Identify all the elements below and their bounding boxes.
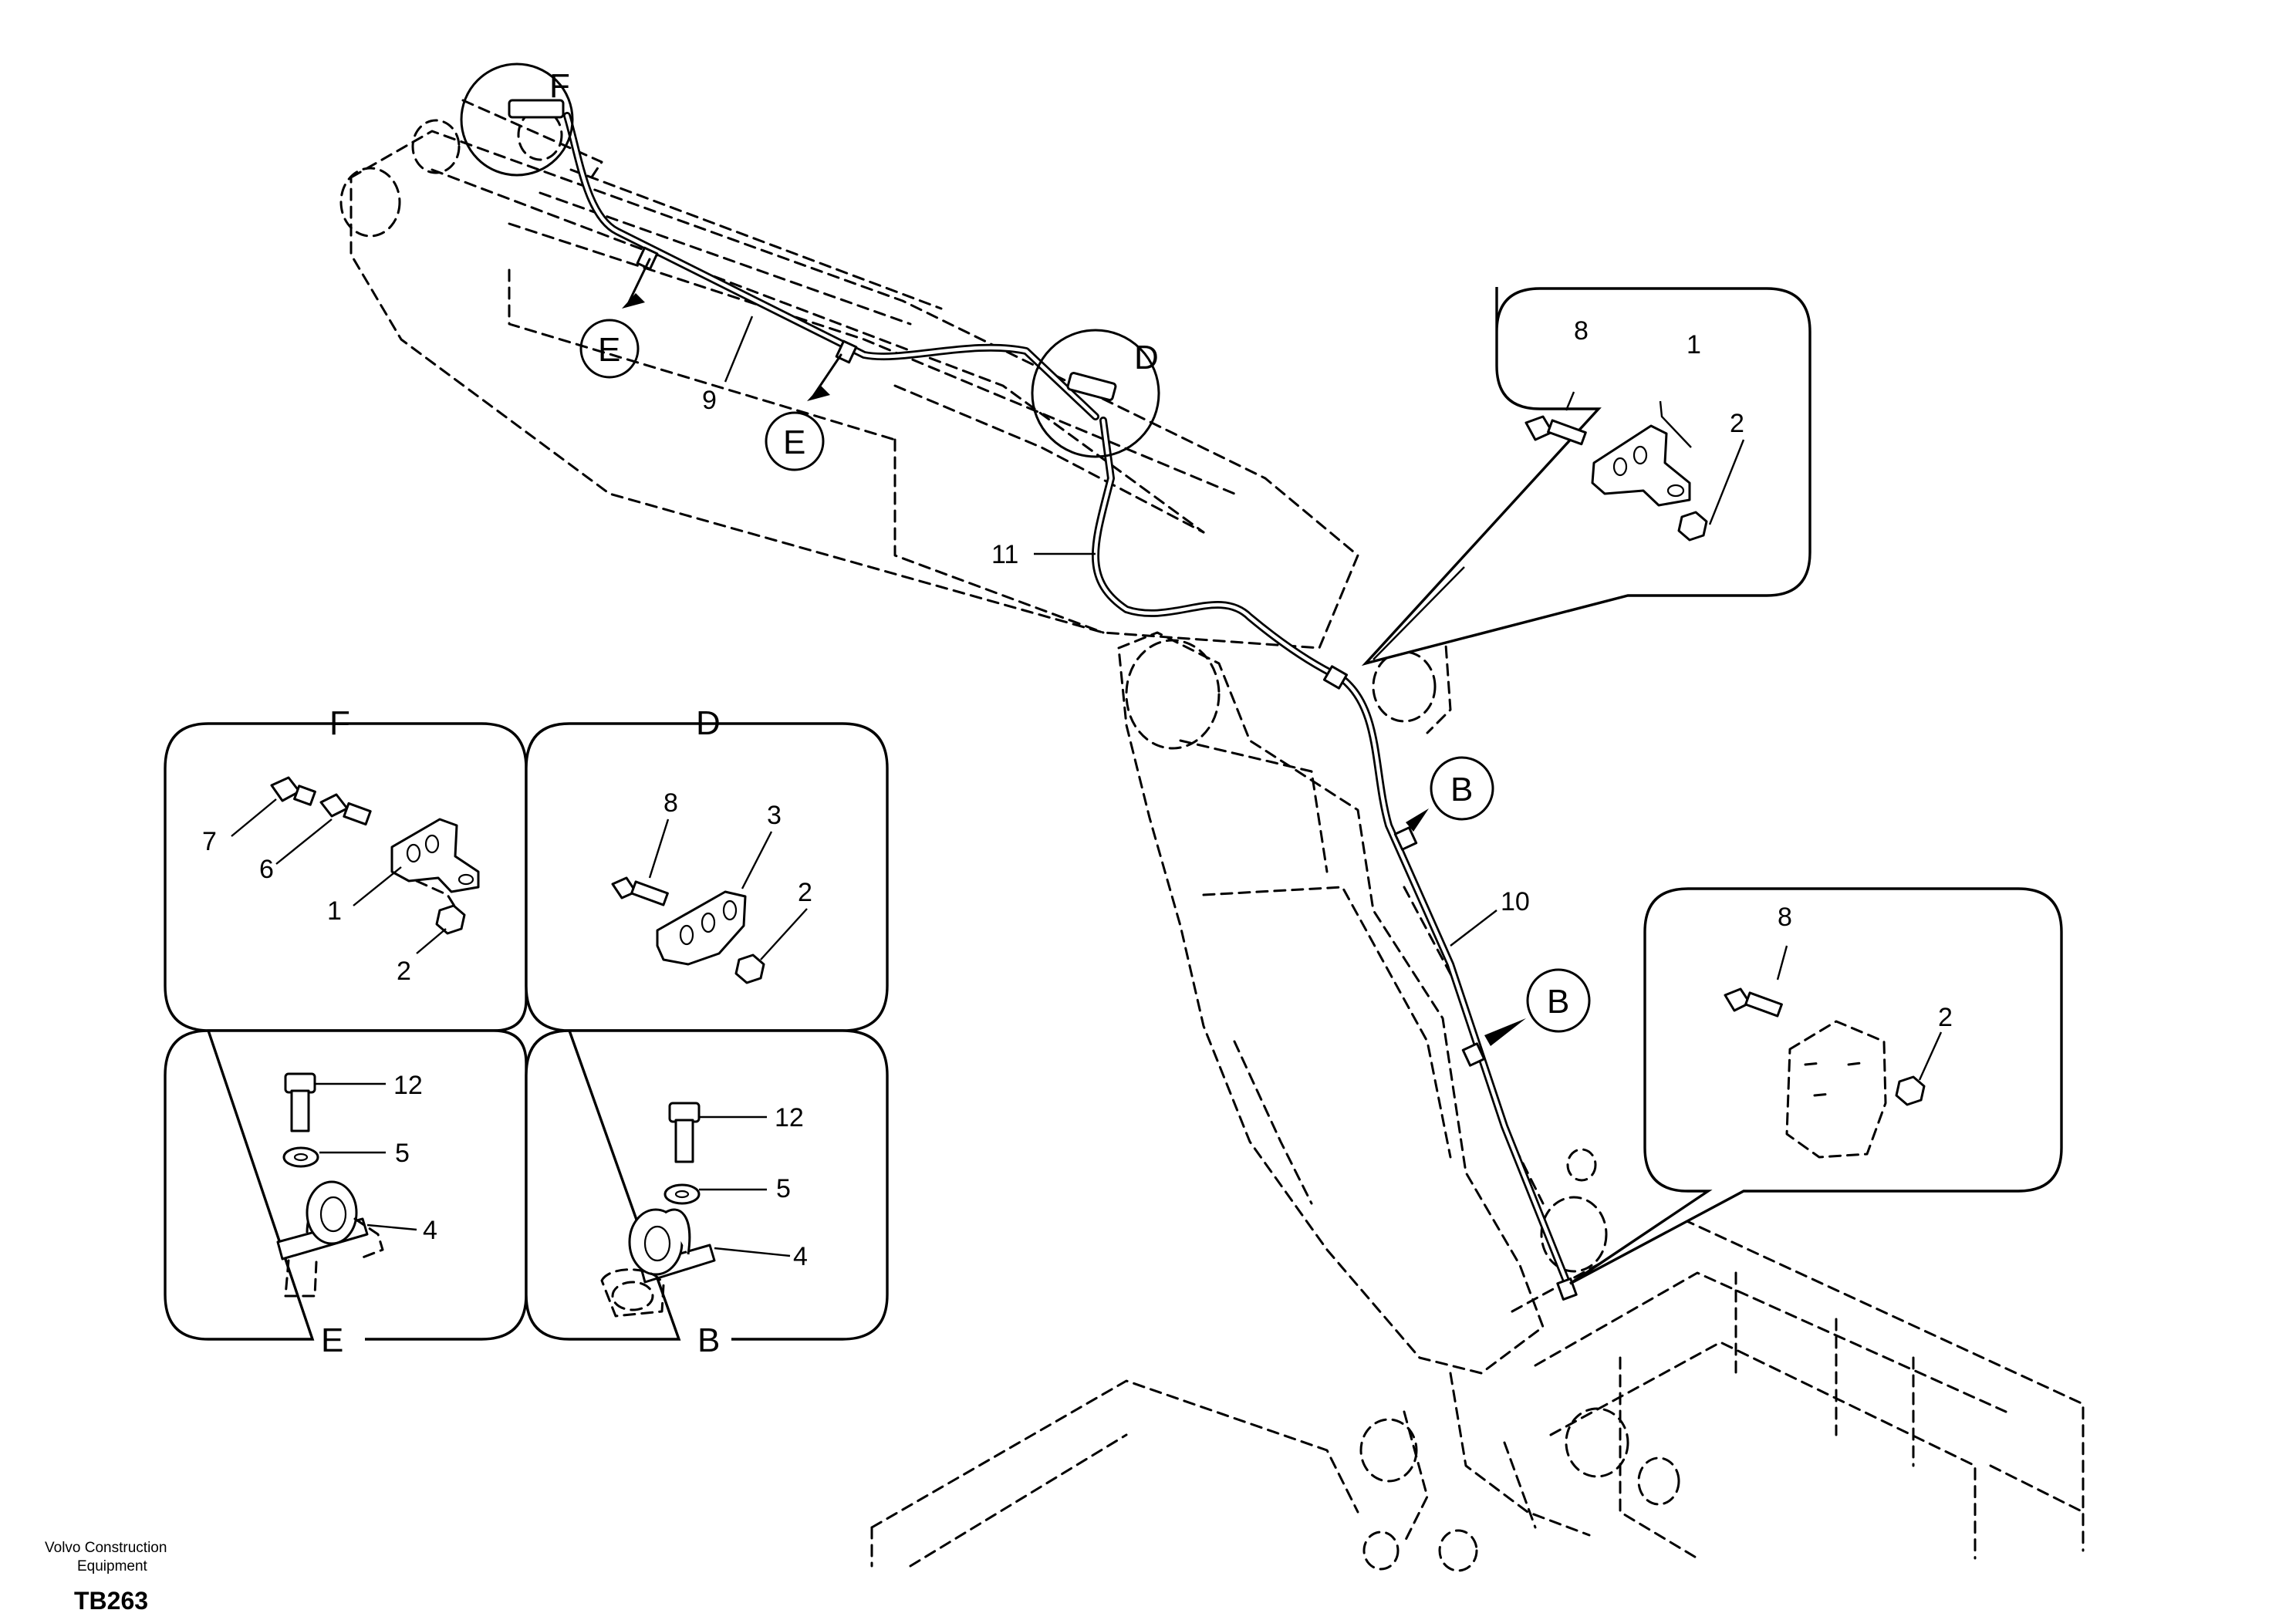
label-mid-right-nut: 2 <box>1938 1003 1953 1032</box>
washer-icon <box>282 1146 319 1168</box>
label-E-washer: 5 <box>395 1139 410 1168</box>
detail-panel-B: B 12 5 4 <box>525 1029 889 1359</box>
label-hose-10: 10 <box>1501 887 1530 916</box>
bolt-icon <box>611 876 669 906</box>
panel-E-title: E <box>321 1321 343 1359</box>
callout-E2-letter: E <box>783 424 805 461</box>
callout-B2-letter: B <box>1547 983 1569 1021</box>
arrow-B2 <box>1484 1018 1526 1046</box>
label-top-right-nut: 2 <box>1730 409 1744 438</box>
bolt-icon <box>1524 415 1587 446</box>
label-E-screw: 12 <box>393 1071 423 1100</box>
adapter-icon <box>319 793 372 826</box>
label-hose-9: 9 <box>702 386 717 415</box>
panel-D-title: D <box>696 704 721 742</box>
label-D-bolt: 8 <box>663 788 678 818</box>
callout-circle-D <box>1031 329 1160 458</box>
company-name-line2: Equipment <box>77 1558 148 1574</box>
callout-circle-E1 <box>579 319 640 379</box>
panel-B-title: B <box>697 1321 720 1359</box>
washer-icon <box>663 1183 701 1205</box>
footer: Volvo Construction Equipment TB263 <box>45 1540 167 1615</box>
label-B-screw: 12 <box>775 1103 804 1132</box>
callout-circle-F <box>460 62 574 177</box>
arrow-B1 <box>1406 808 1429 832</box>
callout-E1-letter: E <box>598 331 620 369</box>
detail-panel-E: E 12 5 4 <box>164 1029 528 1359</box>
label-mid-right-bolt: 8 <box>1778 903 1792 932</box>
screw-icon <box>668 1102 701 1163</box>
nut-icon <box>1677 511 1708 542</box>
callout-F-letter: F <box>549 67 570 105</box>
detail-bubble-top-right: 8 1 2 <box>1361 287 1811 667</box>
label-D-bracket: 3 <box>767 801 782 830</box>
panel-F-title: F <box>329 704 350 742</box>
clamp-icon <box>628 1208 716 1284</box>
main-part-labels: 9 11 10 <box>702 316 1530 947</box>
label-F-bolt: 7 <box>202 827 217 856</box>
label-hose-11: 11 <box>991 540 1018 569</box>
bolt-icon <box>1724 987 1783 1018</box>
nut-icon <box>734 953 765 984</box>
callout-D-letter: D <box>1134 339 1159 376</box>
detail-panel-D: D 8 3 2 <box>525 704 889 1032</box>
bolt-icon <box>270 776 316 806</box>
label-top-right-bracket: 1 <box>1687 330 1701 359</box>
label-F-bracket: 1 <box>327 896 342 926</box>
callout-markers: F D E E B B <box>460 62 1591 1046</box>
label-top-right-bolt: 8 <box>1574 316 1589 346</box>
detail-panel-F: F 7 6 1 2 <box>164 704 528 1032</box>
hydraulic-hoses <box>508 99 1578 1301</box>
company-name-line1: Volvo Construction <box>45 1540 167 1556</box>
nut-icon <box>435 904 466 935</box>
label-D-nut: 2 <box>798 878 812 907</box>
callout-circle-E2 <box>765 411 825 471</box>
arrow-E2 <box>807 386 830 401</box>
label-F-adapter: 6 <box>259 855 274 884</box>
label-F-nut: 2 <box>397 957 411 986</box>
arrow-E1 <box>622 293 645 309</box>
clamp-icon <box>276 1180 369 1261</box>
label-B-clamp: 4 <box>793 1242 808 1271</box>
callout-B1-letter: B <box>1450 771 1473 808</box>
detail-bubble-mid-right: 8 2 <box>1569 887 2063 1285</box>
callout-circle-B1 <box>1430 756 1494 821</box>
drawing-code: TB263 <box>74 1587 148 1615</box>
nut-icon <box>1895 1075 1926 1106</box>
label-E-clamp: 4 <box>423 1216 437 1245</box>
callout-circle-B2 <box>1526 968 1591 1033</box>
label-B-washer: 5 <box>776 1174 791 1203</box>
